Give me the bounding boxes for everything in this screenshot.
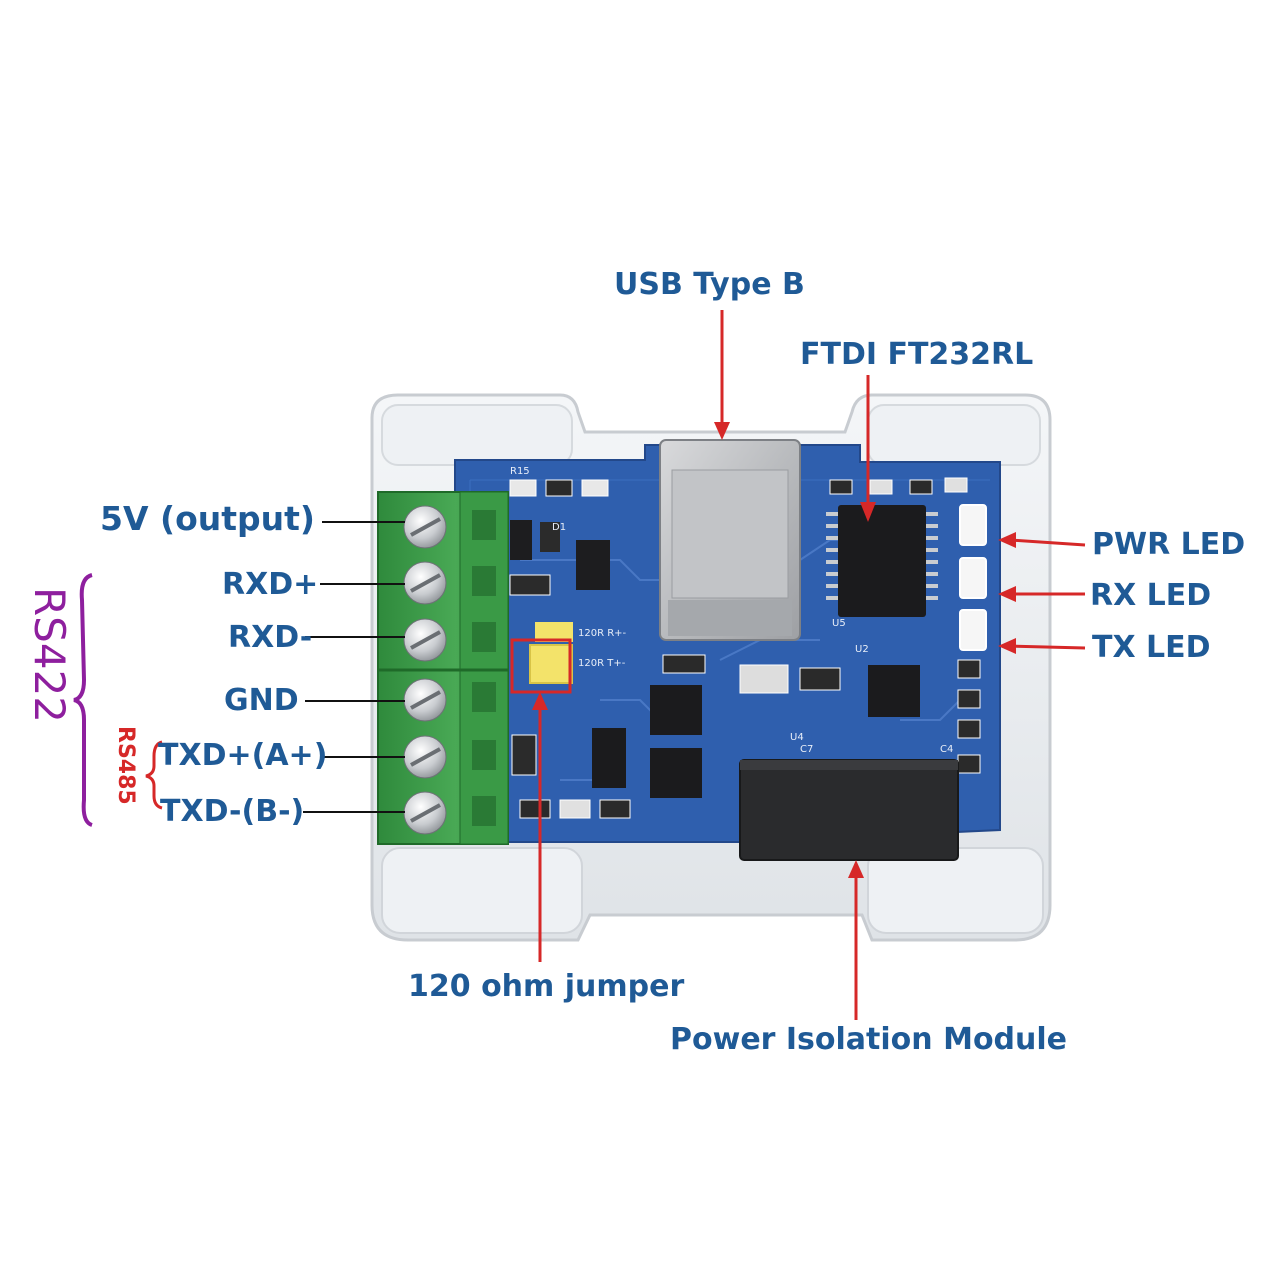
label-txd-plus: TXD+(A+) — [158, 738, 328, 773]
label-5v-output: 5V (output) — [100, 499, 315, 538]
silkscreen-text: 120R R+- 120R T+- U5 U2 U4 R15 C7 C4 D1 — [510, 466, 953, 755]
silk-u2: U2 — [855, 644, 869, 655]
rs422-bracket — [73, 573, 93, 827]
label-usb-type-b: USB Type B — [614, 267, 805, 302]
label-rs485: RS485 — [113, 726, 138, 805]
rs485-bracket — [145, 740, 163, 810]
silk-120r-tx: 120R T+- — [578, 658, 626, 669]
silk-r15: R15 — [510, 466, 530, 477]
label-rxd-minus: RXD- — [228, 620, 313, 655]
label-txd-minus: TXD-(B-) — [160, 794, 305, 829]
silk-c4: C4 — [940, 744, 953, 755]
red-pointer-arrows — [532, 310, 1086, 1020]
label-120-ohm-jumper: 120 ohm jumper — [408, 969, 685, 1004]
label-pwr-led: PWR LED — [1092, 527, 1246, 562]
label-rx-led: RX LED — [1090, 578, 1212, 613]
silk-120r-rx: 120R R+- — [578, 628, 627, 639]
silk-u4: U4 — [790, 732, 804, 743]
label-gnd: GND — [224, 683, 299, 718]
silk-u5: U5 — [832, 618, 846, 629]
silk-d1: D1 — [552, 522, 566, 533]
label-power-isolation-module: Power Isolation Module — [670, 1022, 1068, 1057]
terminal-block — [377, 491, 509, 845]
pwr-led-icon — [959, 504, 987, 546]
ftdi-chip — [826, 505, 938, 617]
rx-led-icon — [959, 557, 987, 599]
label-rs422: RS422 — [25, 587, 74, 724]
screw-terminal-icon — [403, 505, 447, 835]
power-isolation-module — [739, 759, 959, 861]
pin-leader-lines — [303, 521, 405, 813]
usb-type-b-connector — [659, 439, 801, 641]
smd-components — [509, 477, 981, 819]
status-leds — [959, 504, 987, 651]
tx-led-icon — [959, 609, 987, 651]
label-tx-led: TX LED — [1092, 630, 1211, 665]
silk-c7: C7 — [800, 744, 813, 755]
jumper-120-ohm — [510, 622, 573, 694]
label-ftdi-ft232rl: FTDI FT232RL — [800, 337, 1034, 372]
label-rxd-plus: RXD+ — [222, 567, 319, 602]
